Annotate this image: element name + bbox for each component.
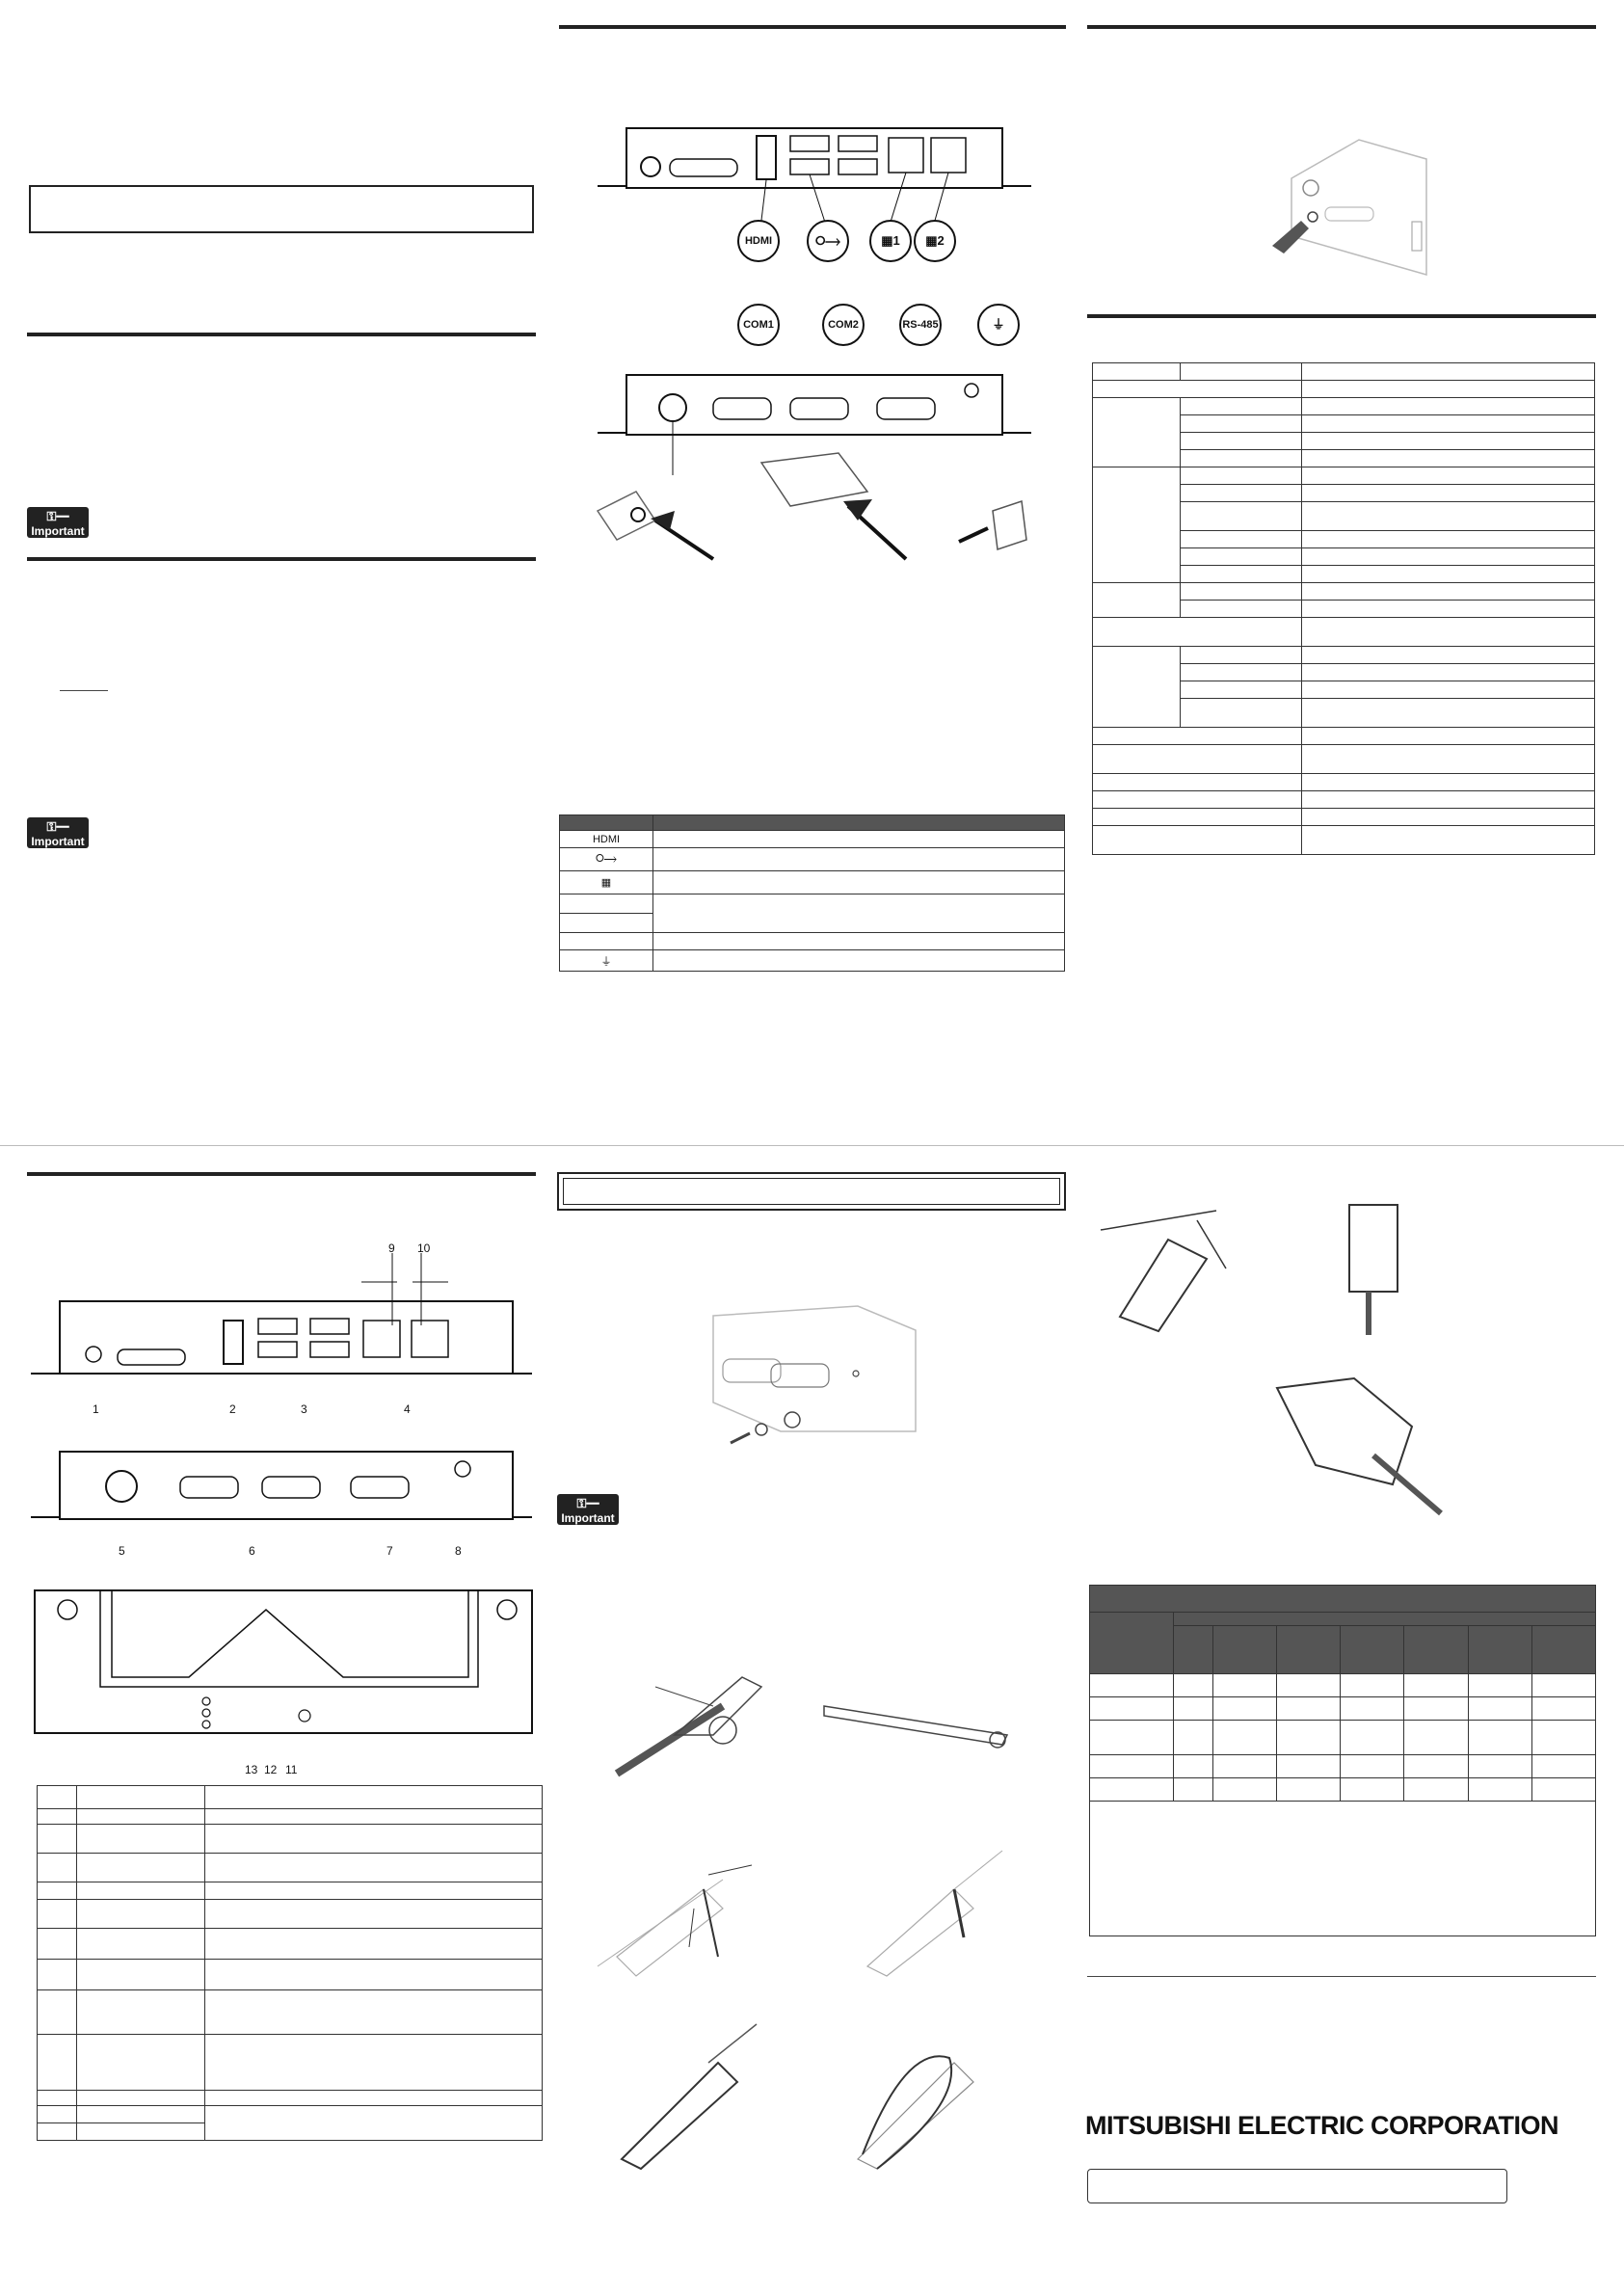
fold-line bbox=[0, 1145, 1624, 1146]
ground-callout: ⏚ bbox=[977, 304, 1020, 346]
lan-icon: ▦ bbox=[600, 877, 612, 889]
section-rule bbox=[559, 25, 1066, 29]
com2-callout: COM2 bbox=[822, 304, 865, 346]
lan2-callout: ▦2 bbox=[914, 220, 956, 262]
notice-box bbox=[29, 185, 534, 233]
callout-number: 2 bbox=[229, 1402, 236, 1416]
ferrite-core-closed bbox=[1275, 1376, 1443, 1516]
callout-number: 8 bbox=[455, 1544, 462, 1558]
interface-table: HDMI ⭘⟶ ▦ ⏚ bbox=[559, 814, 1065, 972]
callout-number: 4 bbox=[404, 1402, 411, 1416]
spec-table bbox=[1092, 362, 1595, 855]
parts-table bbox=[37, 1785, 543, 2141]
cable-tie-step-1 bbox=[614, 1676, 763, 1777]
hdmi-row-label: HDMI bbox=[559, 830, 653, 848]
callout-number: 10 bbox=[417, 1241, 431, 1255]
notice-box bbox=[557, 1172, 1066, 1211]
rs485-callout: RS-485 bbox=[899, 304, 942, 346]
brand-name: MITSUBISHI ELECTRIC CORPORATION bbox=[1085, 2111, 1559, 2140]
com1-callout: COM1 bbox=[737, 304, 780, 346]
address-box bbox=[1087, 2169, 1507, 2203]
usb-callout: ⭘⟶ bbox=[807, 220, 849, 262]
callout-number: 12 bbox=[264, 1763, 278, 1776]
key-icon: ⚿━ bbox=[576, 1496, 599, 1510]
callout-number: 6 bbox=[249, 1544, 255, 1558]
cable-tie-step-2 bbox=[823, 1705, 1009, 1749]
key-icon: ⚿━ bbox=[46, 819, 69, 834]
section-rule bbox=[1087, 314, 1596, 318]
callout-number: 1 bbox=[93, 1402, 99, 1416]
callout-number: 7 bbox=[386, 1544, 393, 1558]
device-rear-numbered bbox=[31, 1451, 532, 1520]
ground-icon: ⏚ bbox=[600, 955, 612, 968]
callout-number: 9 bbox=[388, 1241, 395, 1255]
reset-button-drawing bbox=[1272, 139, 1427, 276]
lan1-callout: ▦1 bbox=[869, 220, 912, 262]
callout-number: 11 bbox=[285, 1763, 298, 1776]
callout-number: 5 bbox=[119, 1544, 125, 1558]
callout-number: 3 bbox=[301, 1402, 307, 1416]
device-rear-drawing bbox=[598, 374, 1031, 475]
usb-icon: ⭘⟶ bbox=[814, 233, 840, 248]
lan-icon: ▦ bbox=[925, 233, 938, 248]
device-bottom-view bbox=[34, 1589, 533, 1734]
key-icon: ⚿━ bbox=[46, 509, 69, 523]
device-front-drawing bbox=[598, 127, 1031, 237]
ground-icon: ⏚ bbox=[992, 317, 1005, 332]
usb-icon: ⭘⟶ bbox=[596, 853, 617, 865]
hdmi-callout: HDMI bbox=[737, 220, 780, 262]
section-rule bbox=[27, 557, 536, 561]
cable-tie-step-6 bbox=[856, 2055, 974, 2170]
cable-tie-step-5 bbox=[620, 2023, 758, 2171]
important-badge: ⚿━ Important bbox=[27, 817, 89, 848]
lan-icon: ▦ bbox=[881, 233, 893, 248]
important-badge: ⚿━ Important bbox=[557, 1494, 619, 1525]
cable-tie-step-4 bbox=[865, 1850, 1003, 1977]
section-rule bbox=[1087, 25, 1596, 29]
cable-tie-step-3 bbox=[597, 1864, 753, 1977]
ferrite-core-side bbox=[1348, 1204, 1398, 1335]
callout-number: 13 bbox=[245, 1763, 258, 1776]
section-rule bbox=[27, 1172, 536, 1176]
notice-box-inner bbox=[563, 1178, 1060, 1205]
ferrite-core-open bbox=[1100, 1210, 1227, 1333]
underline bbox=[60, 690, 108, 691]
emission-table bbox=[1089, 1585, 1597, 1936]
section-rule bbox=[27, 333, 536, 336]
section-rule bbox=[1087, 1976, 1596, 1977]
important-badge: ⚿━ Important bbox=[27, 507, 89, 538]
device-front-numbered bbox=[31, 1253, 532, 1375]
ground-screw-drawing bbox=[712, 1305, 917, 1445]
power-adapter-drawing bbox=[596, 452, 1027, 561]
